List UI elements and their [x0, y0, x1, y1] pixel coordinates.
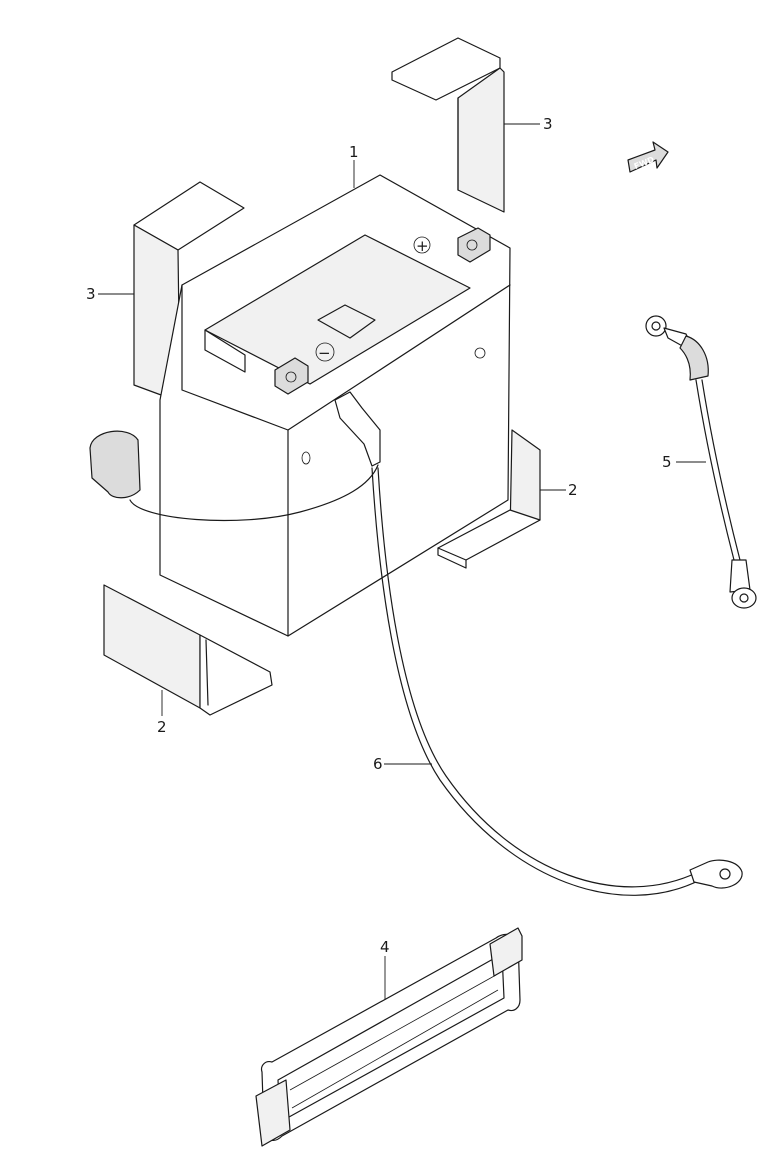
- callout-1: 1: [349, 143, 359, 161]
- battery-band: [255, 927, 523, 1147]
- holder-bottom-right: [437, 429, 541, 569]
- battery-vent-boot: [89, 391, 381, 522]
- negative-symbol: −: [318, 344, 331, 362]
- cover-top-right: [391, 37, 505, 213]
- positive-symbol: +: [416, 237, 429, 255]
- callout-4: 4: [380, 938, 390, 956]
- callout-5: 5: [662, 453, 672, 471]
- negative-terminal: −: [274, 342, 335, 395]
- callout-3-top-right: 3: [543, 115, 553, 133]
- callout-6: 6: [373, 755, 383, 773]
- lead-long: [371, 467, 743, 896]
- positive-terminal: +: [413, 227, 491, 263]
- holder-bottom-left: [103, 584, 273, 716]
- lead-short: [645, 315, 757, 609]
- fwd-arrow-icon: FWD: [627, 141, 669, 173]
- battery: + −: [159, 174, 511, 637]
- leader-lines: [98, 123, 706, 1000]
- callout-3-left: 3: [86, 285, 96, 303]
- callout-2-left: 2: [157, 718, 167, 736]
- callout-2-right: 2: [568, 481, 578, 499]
